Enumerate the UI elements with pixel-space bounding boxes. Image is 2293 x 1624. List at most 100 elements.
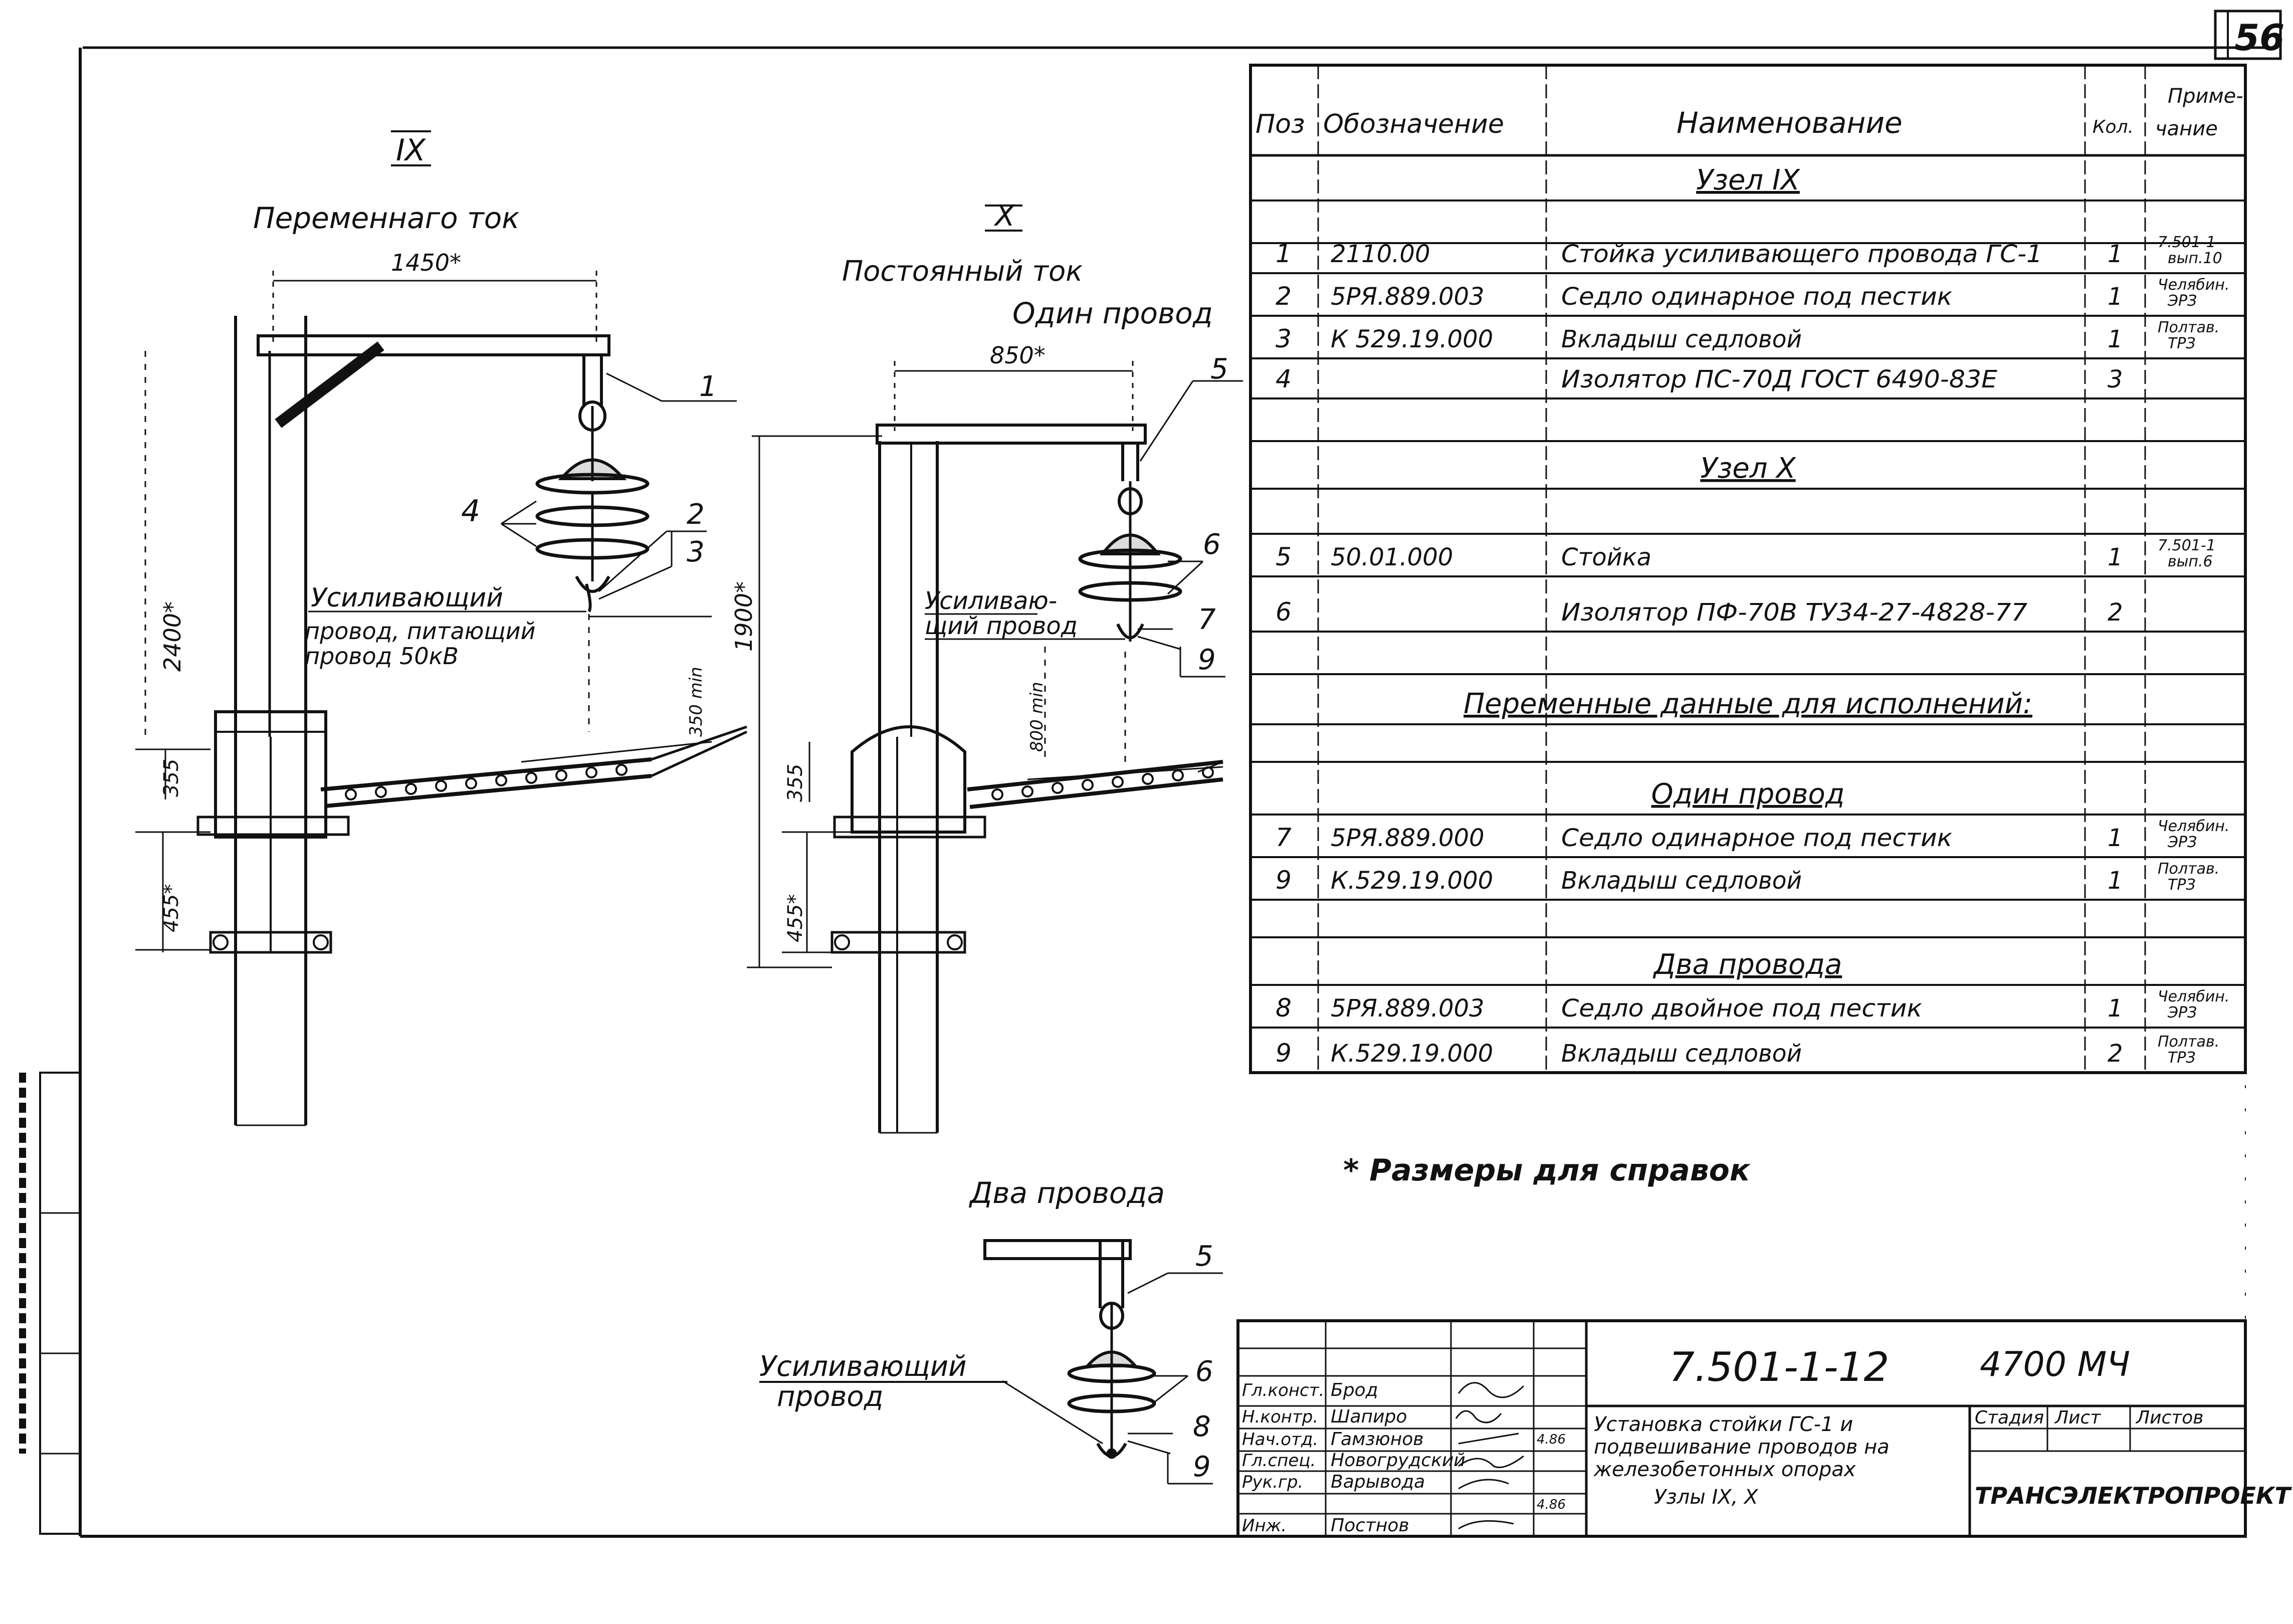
spec-pos: 8 [1276, 993, 1292, 1023]
spec-qty: 2 [2108, 598, 2123, 627]
node-ix-wire-label-2: провод, питающий [305, 618, 536, 645]
node-ix-dim-band: 355 [160, 759, 183, 797]
spec-note-1: Челябин. [2158, 988, 2229, 1005]
spec-qty: 1 [2108, 824, 2123, 852]
role-title: Н.контр. [1242, 1407, 1318, 1427]
date-1: 4.86 [1537, 1432, 1566, 1447]
title-block-roles: Гл.конст.БродН.контр.ШапироНач.отд.Гамзю… [1242, 1380, 1466, 1536]
role-name: Постнов [1331, 1515, 1409, 1536]
node-x-wire-label-2: щий провод [925, 612, 1078, 640]
spec-code: 5РЯ.889.003 [1331, 994, 1485, 1023]
spec-name: Седло одинарное под пестик [1561, 283, 1952, 311]
node-x-leaders [1137, 380, 1243, 678]
callout-9b: 9 [1193, 1451, 1211, 1483]
callout-5: 5 [1210, 353, 1228, 385]
spec-qty: 3 [2108, 365, 2123, 393]
spec-name: Изолятор ПС-70Д ГОСТ 6490-83Е [1561, 365, 1998, 393]
node-ix-wire-label-3: провод 50кВ [305, 643, 459, 670]
title-line-1: Установка стойки ГС-1 и [1594, 1413, 1853, 1436]
callout-8: 8 [1193, 1410, 1211, 1443]
detail-wire-label-2: провод [777, 1380, 883, 1413]
spec-pos: 5 [1276, 542, 1292, 571]
spec-code: 5РЯ.889.003 [1331, 283, 1485, 311]
spec-note-1: Полтав. [2158, 1033, 2219, 1051]
spec-note-1: Челябин. [2158, 818, 2229, 835]
title-block-grid [1236, 1319, 2247, 1538]
spec-note-2: ТРЗ [2168, 335, 2196, 352]
spec-section: Узел IX [1696, 164, 1800, 196]
spec-pos: 3 [1276, 324, 1292, 353]
node-ix-dim-height: 2400* [159, 601, 186, 672]
spec-code: К.529.19.000 [1331, 1040, 1493, 1068]
spec-header-1: Обозначение [1323, 109, 1504, 139]
node-x-string-discs [991, 766, 1214, 800]
spec-code: 5РЯ.889.000 [1331, 824, 1485, 852]
sheet-frame [19, 10, 2282, 1538]
spec-name: Седло двойное под пестик [1561, 994, 1922, 1023]
spec-name: Изолятор ПФ-70В ТУ34-27-4828-77 [1561, 598, 2027, 627]
callout-9a: 9 [1198, 644, 1216, 676]
node-x-caption: Постоянный ток [842, 255, 1083, 288]
spec-name: Вкладыш седловой [1561, 1040, 1802, 1068]
spec-name: Седло одинарное под пестик [1561, 824, 1952, 852]
node-ix-drawing [196, 316, 748, 1126]
sheet-code: 4700 МЧ [1980, 1345, 2130, 1384]
role-title: Нач.отд. [1242, 1430, 1318, 1450]
node-x-roman: X [993, 198, 1015, 233]
node-ix-dim-lower: 455* [160, 884, 183, 932]
spec-qty: 1 [2108, 325, 2123, 353]
node-ix-dim-clearance: 350 min [686, 667, 706, 737]
node-x-subcaption: Один провод [1012, 296, 1213, 330]
spec-qty: 1 [2108, 994, 2123, 1023]
node-ix-wire-label-1: Усиливающий [311, 583, 503, 613]
spec-note-1: 7.501-1 [2158, 234, 2216, 251]
node-ix-roman: IX [396, 133, 427, 168]
organization: ТРАНСЭЛЕКТРОПРОЕКТ [1975, 1482, 2292, 1509]
callout-3: 3 [687, 536, 705, 568]
spec-header-3: Кол. [2093, 117, 2134, 137]
role-title: Гл.спец. [1242, 1451, 1316, 1471]
role-title: Рук.гр. [1242, 1472, 1303, 1492]
role-title: Гл.конст. [1242, 1380, 1324, 1400]
role-name: Брод [1331, 1380, 1378, 1400]
spec-code: К 529.19.000 [1331, 325, 1493, 353]
node-x-dimensions [747, 361, 1134, 968]
callout-4: 4 [461, 494, 480, 529]
spec-name: Стойка [1561, 543, 1651, 571]
spec-code: 50.01.000 [1331, 543, 1453, 571]
spec-section: Переменные данные для исполнений: [1464, 688, 2032, 720]
node-x-dim-clearance: 800 min [1027, 682, 1047, 752]
callout-6b: 6 [1195, 1355, 1213, 1388]
spec-note-1: Полтав. [2158, 860, 2219, 878]
date-2: 4.86 [1537, 1497, 1566, 1512]
spec-pos: 7 [1276, 823, 1292, 852]
node-x-wire-label-1: Усиливаю- [925, 587, 1057, 615]
spec-qty: 1 [2108, 283, 2123, 311]
spec-note-2: вып.10 [2168, 250, 2222, 267]
callout-2: 2 [687, 498, 705, 531]
spec-qty: 1 [2108, 240, 2123, 268]
spec-code: К.529.19.000 [1331, 867, 1493, 895]
spec-header-2: Наименование [1677, 106, 1903, 140]
callout-7: 7 [1198, 603, 1216, 636]
spec-pos: 9 [1276, 1039, 1292, 1068]
node-ix-dim-top: 1450* [391, 249, 461, 276]
detail-leaders [1002, 1272, 1223, 1485]
node-x-dim-lower: 455* [784, 894, 807, 942]
spec-name: Стойка усиливающего провода ГС-1 [1561, 240, 2042, 268]
spec-note-1: 7.501-1 [2158, 537, 2216, 554]
spec-pos: 6 [1276, 597, 1292, 627]
node-x-dim-band: 355 [784, 764, 807, 802]
spec-pos: 1 [1276, 239, 1292, 268]
spec-section: Узел X [1700, 452, 1796, 485]
role-title: Инж. [1242, 1516, 1287, 1536]
stage-label: Стадия [1975, 1407, 2044, 1428]
spec-note-2: ЭРЗ [2167, 292, 2197, 310]
spec-note-2: ТРЗ [2168, 876, 2196, 894]
spec-note-2: ЭРЗ [2167, 1004, 2197, 1022]
callout-1: 1 [699, 370, 717, 403]
spec-name: Вкладыш седловой [1561, 325, 1802, 353]
sheets-label: Листов [2135, 1407, 2203, 1428]
title-line-3: железобетонных опорах [1593, 1458, 1856, 1481]
node-ix-leaders [501, 372, 737, 600]
